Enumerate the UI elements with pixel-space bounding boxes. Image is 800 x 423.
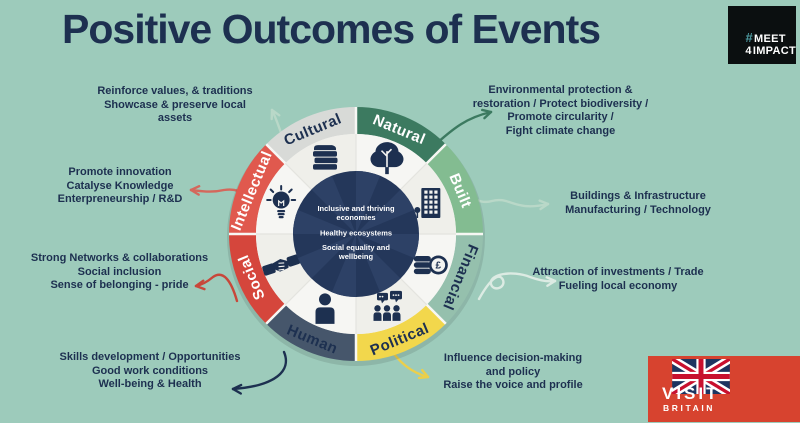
outcome-note-financial: Attraction of investments / Trade Fuelin… bbox=[503, 266, 733, 293]
note-line: Well-being & Health bbox=[98, 378, 202, 390]
note-line: Manufacturing / Technology bbox=[565, 203, 711, 216]
tree-icon bbox=[370, 142, 404, 175]
note-line: Skills development / Opportunities bbox=[59, 351, 241, 363]
wheel-center-text: economies bbox=[336, 213, 375, 222]
note-line: Strong Networks & collaborations bbox=[30, 252, 209, 264]
visit-britain-word-visit: VISIT bbox=[662, 384, 720, 403]
note-line: Attraction of investments / Trade bbox=[532, 266, 704, 278]
note-line: Enterpreneurship / R&D bbox=[57, 193, 183, 205]
wheel-segment-label-human: Human bbox=[284, 321, 340, 357]
outcomes-wheel: NaturalBuiltFinancialPoliticalHumanSocia… bbox=[227, 107, 485, 366]
note-line: Influence decision-making bbox=[443, 352, 583, 364]
note-line: restoration / Protect biodiversity / bbox=[472, 97, 649, 110]
outcome-note-built: Buildings & Infrastructure Manufacturing… bbox=[523, 190, 753, 217]
union-jack-icon bbox=[672, 359, 730, 394]
outcome-note-natural: Environmental protection & restoration /… bbox=[443, 84, 678, 138]
wheel-segment-label-intellectual: Intellectual bbox=[228, 149, 276, 233]
lightbulb-icon bbox=[266, 185, 297, 219]
coins-icon: £ bbox=[413, 255, 448, 275]
wheel-segment-label-financial: Financial bbox=[439, 242, 481, 313]
note-line: Promote circularity / bbox=[507, 111, 614, 123]
wheel-center-text: Social equality and bbox=[322, 243, 390, 252]
note-line: assets bbox=[157, 112, 193, 124]
person-icon bbox=[315, 293, 335, 324]
discussion-icon bbox=[373, 290, 402, 321]
outcome-note-intellectual: Promote innovation Catalyse Knowledge En… bbox=[5, 166, 235, 207]
wheel-segment-intellectual bbox=[229, 144, 356, 234]
note-line: Catalyse Knowledge bbox=[66, 179, 174, 192]
note-line: Buildings & Infrastructure bbox=[570, 190, 706, 202]
wheel-center-text: Healthy ecosystems bbox=[320, 229, 392, 238]
building-icon bbox=[414, 188, 441, 219]
outcome-note-social: Strong Networks & collaborations Social … bbox=[2, 252, 237, 293]
note-line: Fight climate change bbox=[505, 124, 616, 137]
wheel-segment-label-natural: Natural bbox=[370, 111, 427, 148]
svg-text:£: £ bbox=[436, 261, 442, 272]
wheel-segment-label-built: Built bbox=[445, 171, 474, 211]
books-icon bbox=[313, 145, 338, 170]
note-line: Raise the voice and profile bbox=[443, 379, 583, 391]
outcome-note-human: Skills development / Opportunities Good … bbox=[35, 351, 265, 392]
note-line: Environmental protection & bbox=[488, 84, 633, 96]
outcome-note-political: Influence decision-making and policy Rai… bbox=[398, 352, 628, 393]
wheel-segment-social bbox=[229, 234, 356, 324]
visit-britain-logo: VISIT BRITAIN bbox=[648, 356, 800, 422]
wheel-segment-cultural bbox=[266, 107, 356, 234]
wheel-segment-label-social: Social bbox=[235, 252, 269, 302]
wheel-segment-human bbox=[266, 234, 356, 361]
wheel-segment-natural bbox=[356, 107, 446, 234]
meet4impact-word-impact: IMPACT bbox=[752, 45, 796, 57]
note-line: Social inclusion bbox=[77, 265, 162, 278]
wheel-segment-financial bbox=[356, 234, 483, 324]
meet4impact-logo: # MEET 4 IMPACT bbox=[728, 6, 796, 64]
wheel-segment-political bbox=[356, 234, 446, 361]
note-line: and policy bbox=[485, 365, 541, 378]
wheel-center-text: Inclusive and thriving bbox=[317, 204, 395, 213]
wheel-center-text: wellbeing bbox=[338, 252, 374, 261]
visit-britain-word-britain: BRITAIN bbox=[663, 403, 716, 413]
outcome-note-cultural: Reinforce values, & traditions Showcase … bbox=[60, 85, 290, 126]
hash-icon: # bbox=[745, 30, 753, 45]
wheel-segment-label-cultural: Cultural bbox=[282, 110, 345, 149]
page-title: Positive Outcomes of Events bbox=[62, 6, 601, 52]
meet4impact-number-4: 4 bbox=[745, 45, 752, 57]
note-line: Promote innovation bbox=[68, 166, 172, 178]
meet4impact-word-meet: MEET bbox=[754, 33, 786, 45]
handshake-icon bbox=[262, 254, 301, 276]
note-line: Sense of belonging - pride bbox=[50, 279, 189, 291]
note-line: Good work conditions bbox=[91, 364, 209, 377]
note-line: Showcase & preserve local bbox=[104, 98, 246, 111]
wheel-segment-built bbox=[356, 144, 483, 234]
note-line: Reinforce values, & traditions bbox=[97, 85, 253, 97]
note-line: Fueling local economy bbox=[558, 279, 678, 292]
